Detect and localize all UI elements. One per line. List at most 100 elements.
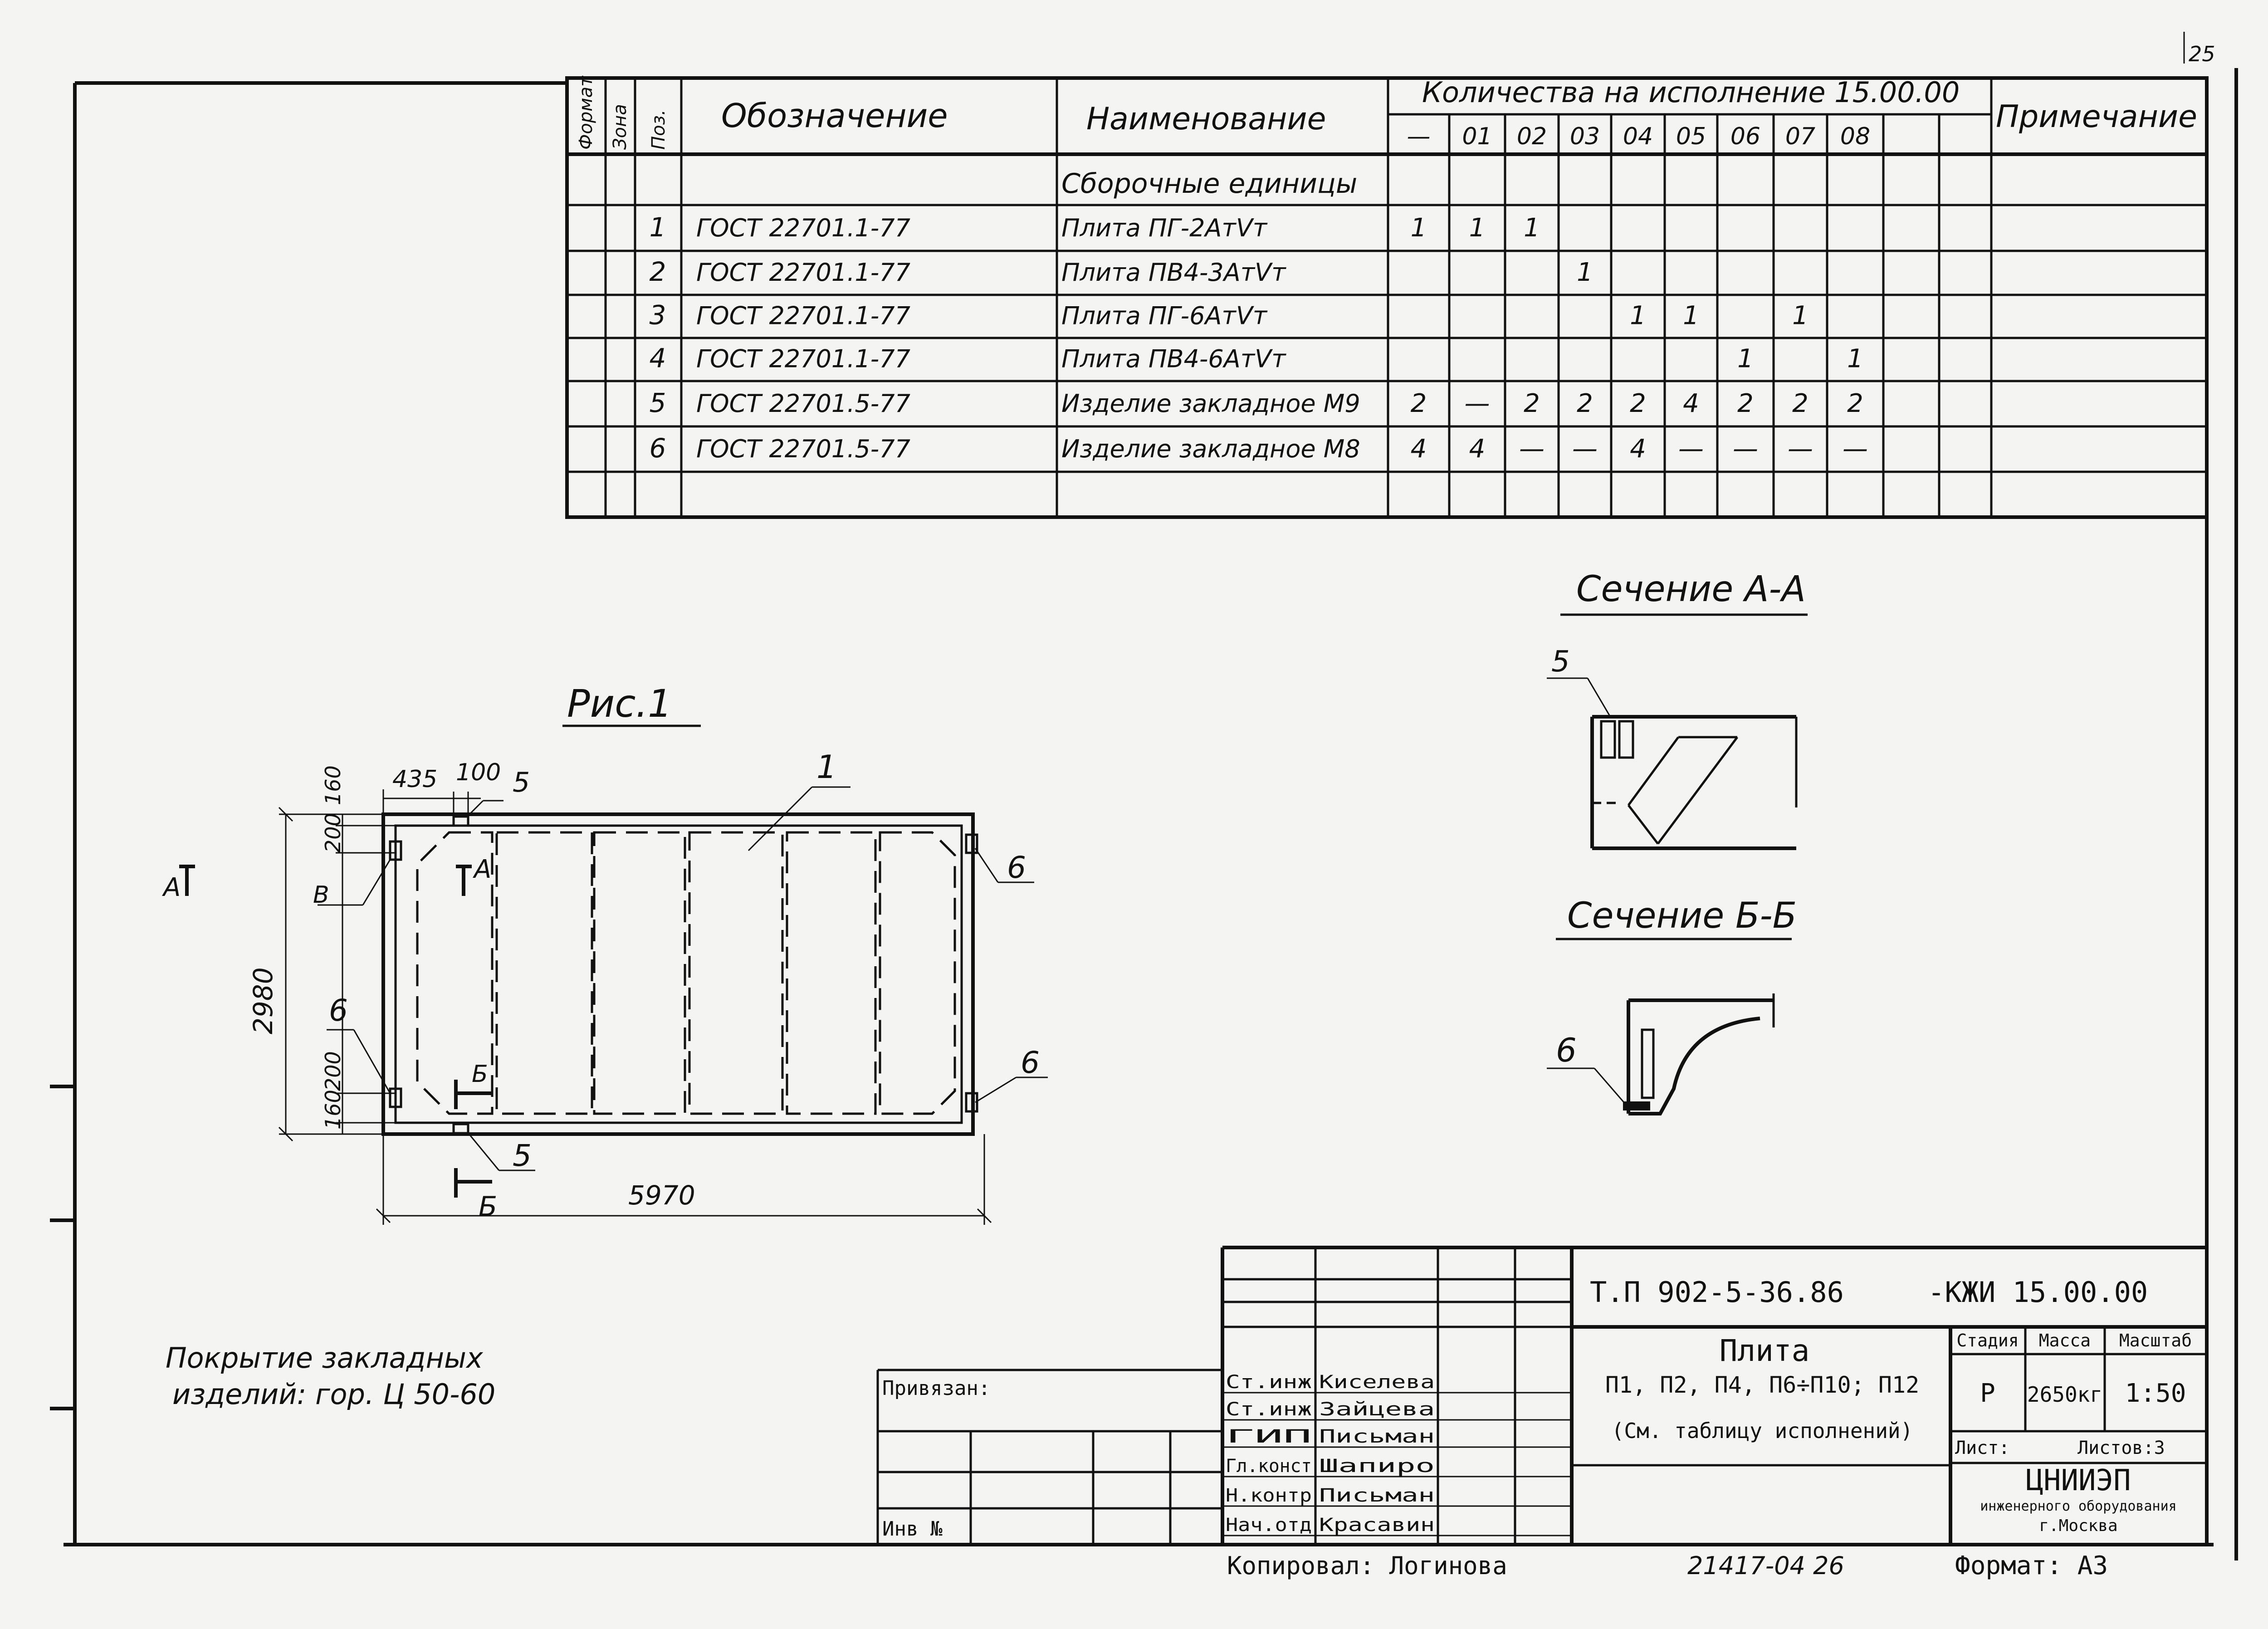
row-designation: ГОСТ 22701.1-77 bbox=[696, 258, 910, 287]
org-city: г.Москва bbox=[2039, 1516, 2117, 1535]
row-qty: 1 bbox=[1469, 213, 1486, 243]
cut-b-bottom: Б bbox=[479, 1191, 497, 1223]
row-qty: 1 bbox=[1411, 213, 1427, 243]
plate-plan bbox=[179, 812, 978, 1198]
org-name: ЦНИИЭП bbox=[2026, 1464, 2131, 1497]
header-note: Примечание bbox=[1996, 99, 2197, 135]
row-qty: 1 bbox=[1630, 301, 1646, 331]
row-qty: 2 bbox=[1792, 389, 1809, 418]
signer-role: ГИП bbox=[1226, 1426, 1312, 1447]
plate-inner-outline bbox=[394, 824, 963, 1124]
section-aa-title: Сечение А-А bbox=[1576, 569, 1806, 610]
section-aa-drawing bbox=[1547, 677, 1798, 850]
cut-a-left: А bbox=[162, 873, 181, 902]
row-designation: ГОСТ 22701.5-77 bbox=[696, 435, 910, 463]
row-pos: 1 bbox=[650, 212, 666, 243]
row-designation: ГОСТ 22701.1-77 bbox=[696, 214, 910, 242]
callout-leaders bbox=[318, 786, 1048, 1171]
scale-value: 1:50 bbox=[2125, 1379, 2186, 1408]
section-title: Сборочные единицы bbox=[1061, 168, 1357, 200]
sheets-label: Листов:3 bbox=[2077, 1438, 2165, 1458]
cut-a-right: А bbox=[473, 855, 491, 884]
embed-part-6-br bbox=[965, 1092, 978, 1113]
row-qty: 4 bbox=[1630, 434, 1646, 464]
org-sub: инженерного оборудования bbox=[1980, 1498, 2176, 1514]
signer-role: Ст.инж bbox=[1226, 1399, 1312, 1420]
dim-435: 435 bbox=[392, 766, 437, 793]
section-aa-callout-5: 5 bbox=[1551, 645, 1570, 679]
note-line-1: Покрытие закладных bbox=[166, 1341, 484, 1375]
rib-panel-6 bbox=[879, 831, 956, 1115]
row-qty: — bbox=[1788, 434, 1813, 464]
embed-part-6-bl bbox=[389, 1087, 402, 1108]
row-qty: 1 bbox=[1737, 344, 1754, 374]
callout-5-bottom: 5 bbox=[513, 1138, 532, 1173]
label-v: В bbox=[313, 881, 329, 909]
variant-header: 06 bbox=[1730, 123, 1760, 150]
signer-name: Письман bbox=[1319, 1485, 1435, 1506]
embed-part-6-tl bbox=[389, 840, 402, 861]
row-qty: 4 bbox=[1411, 434, 1427, 464]
section-bb-title: Сечение Б-Б bbox=[1567, 895, 1797, 936]
header-pos: Поз. bbox=[648, 109, 669, 150]
row-qty: — bbox=[1733, 434, 1758, 464]
row-qty: 2 bbox=[1630, 389, 1646, 418]
signer-name: Письман bbox=[1319, 1426, 1435, 1447]
row-qty: 4 bbox=[1469, 434, 1486, 464]
row-name: Плита ПГ-2АтⅤт bbox=[1061, 214, 1268, 242]
signer-name: Киселева bbox=[1319, 1372, 1435, 1393]
rib-panel-3 bbox=[593, 831, 686, 1115]
stage-label: Стадия bbox=[1956, 1331, 2019, 1350]
signer-name: Шапиро bbox=[1319, 1456, 1435, 1477]
cut-b-top: Б bbox=[472, 1061, 488, 1088]
embed-part-5-bottom bbox=[452, 1123, 469, 1135]
mass-value: 2650кг bbox=[2027, 1382, 2102, 1407]
title: Плита bbox=[1720, 1333, 1810, 1368]
embed-part-5-top bbox=[452, 815, 469, 827]
variant-header: 04 bbox=[1623, 123, 1653, 150]
row-qty: 1 bbox=[1792, 301, 1809, 331]
signer-role: Нач.отд bbox=[1226, 1515, 1312, 1536]
format-text: Формат: А3 bbox=[1955, 1551, 2108, 1580]
row-name: Плита ПГ-6АтⅤт bbox=[1061, 302, 1268, 330]
row-qty: 1 bbox=[1524, 213, 1540, 243]
signer-name: Зайцева bbox=[1319, 1399, 1435, 1420]
row-name: Изделие закладное М9 bbox=[1061, 389, 1360, 418]
header-quantity: Количества на исполнение 15.00.00 bbox=[1422, 76, 1960, 109]
scale-label: Масштаб bbox=[2119, 1331, 2192, 1350]
signer-role: Н.контр bbox=[1226, 1485, 1312, 1506]
row-qty: 1 bbox=[1683, 301, 1699, 331]
rib-panel-2 bbox=[495, 831, 593, 1115]
section-bb-drawing bbox=[1547, 993, 1775, 1115]
dimension-lines bbox=[278, 789, 992, 1225]
header-format: Формат bbox=[576, 75, 596, 150]
row-designation: ГОСТ 22701.1-77 bbox=[696, 302, 910, 330]
variant-header: 01 bbox=[1462, 123, 1492, 150]
callout-6-right-bottom: 6 bbox=[1021, 1045, 1040, 1080]
callout-1: 1 bbox=[816, 748, 837, 786]
inv-label: Инв № bbox=[882, 1517, 943, 1541]
signer-role: Ст.инж bbox=[1226, 1372, 1312, 1393]
variant-header: 05 bbox=[1676, 123, 1706, 150]
row-qty: 2 bbox=[1847, 389, 1863, 418]
dim-160-bottom: 160 bbox=[321, 1090, 345, 1130]
row-pos: 6 bbox=[650, 433, 666, 464]
row-pos: 5 bbox=[650, 387, 666, 418]
embed-part-6-tr bbox=[965, 833, 978, 854]
variant-header: — bbox=[1407, 123, 1431, 150]
signer-role: Гл.конст bbox=[1226, 1456, 1312, 1477]
dim-length: 5970 bbox=[628, 1180, 695, 1211]
rib-panel-5 bbox=[786, 831, 877, 1115]
variant-header: 03 bbox=[1570, 123, 1600, 150]
row-qty: 2 bbox=[1577, 389, 1593, 418]
doc-code: Т.П 902-5-36.86 bbox=[1590, 1276, 1844, 1309]
row-qty: 2 bbox=[1411, 389, 1427, 418]
row-name: Плита ПВ4-6АтⅤт bbox=[1061, 345, 1286, 373]
row-qty: 2 bbox=[1524, 389, 1540, 418]
callout-5-top: 5 bbox=[513, 767, 530, 798]
row-designation: ГОСТ 22701.5-77 bbox=[696, 389, 910, 418]
spec-table bbox=[565, 76, 2209, 519]
variant-header: 02 bbox=[1517, 123, 1547, 150]
